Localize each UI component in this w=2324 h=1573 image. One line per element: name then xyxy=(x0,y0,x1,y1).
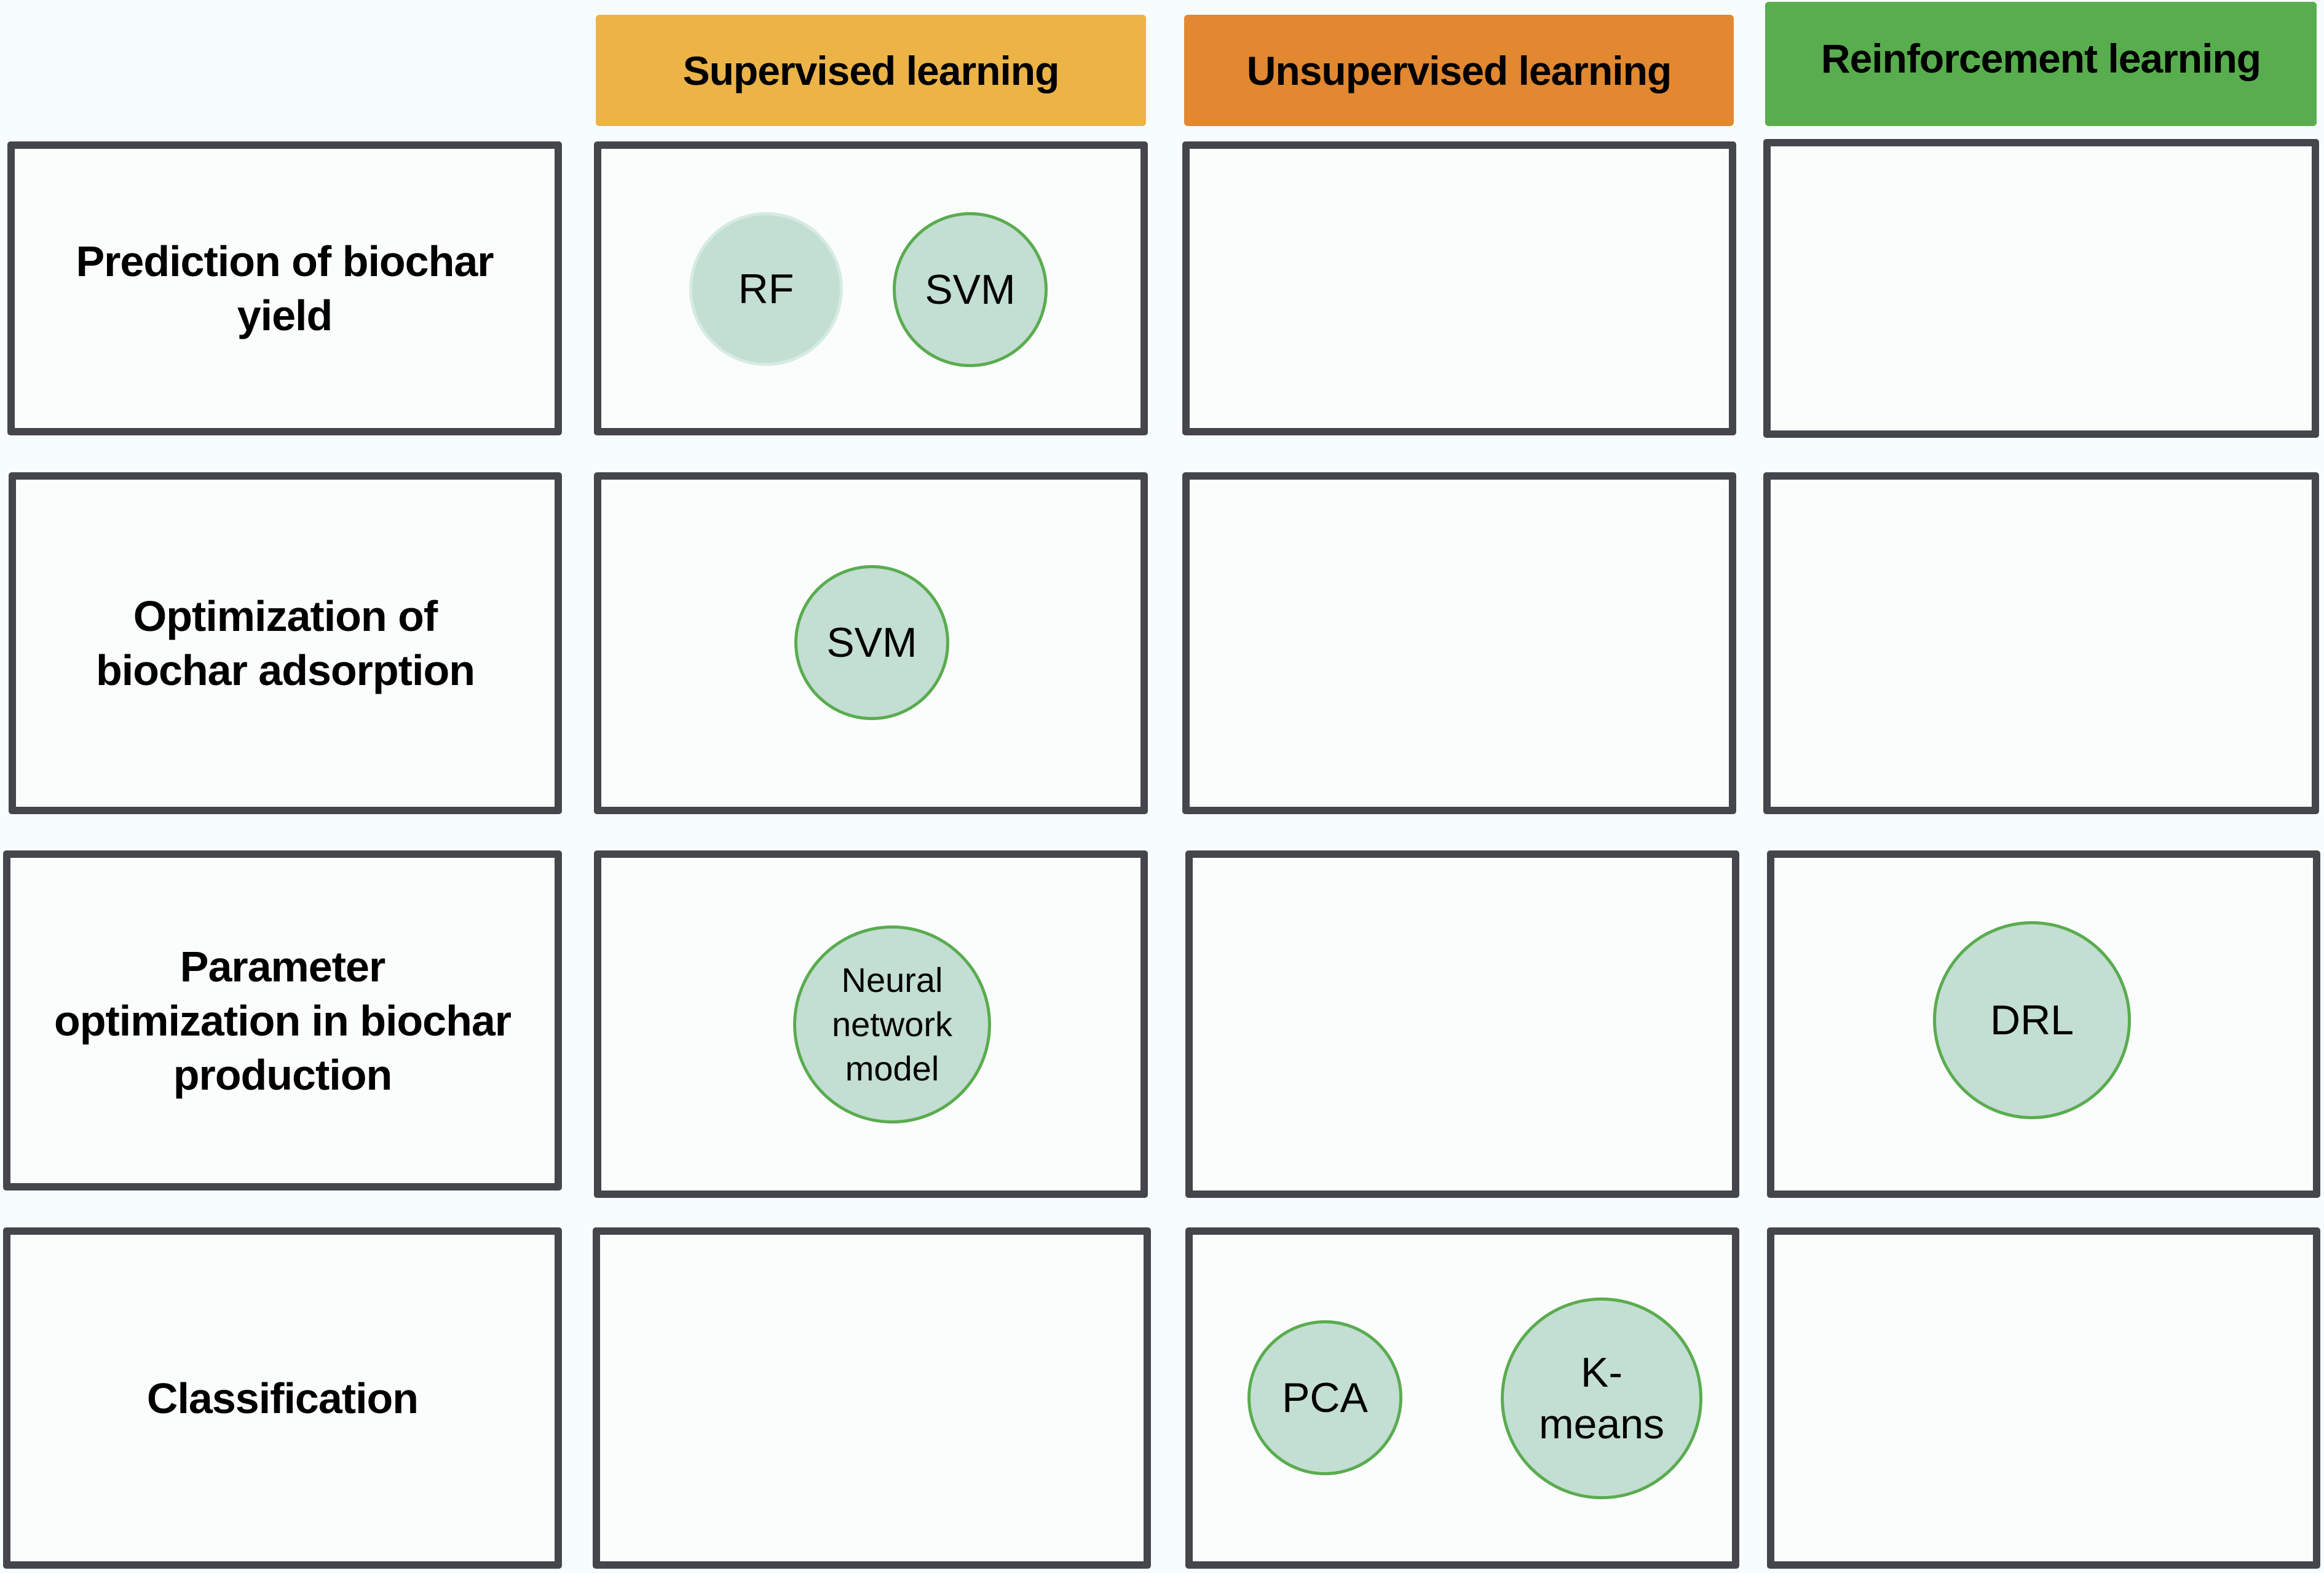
grid-cell xyxy=(594,141,1148,435)
grid-cell xyxy=(1182,472,1736,814)
row-label: Prediction of biochar yield xyxy=(76,237,494,339)
method-node-svm: SVM xyxy=(893,212,1048,367)
grid-cell xyxy=(1185,850,1739,1198)
method-label: K- means xyxy=(1538,1349,1665,1448)
method-label: DRL xyxy=(1990,997,2074,1044)
method-label: Neural network model xyxy=(831,961,953,1088)
method-node-rf: RF xyxy=(689,212,843,366)
header-supervised-learning: Supervised learning xyxy=(596,15,1146,126)
method-label: PCA xyxy=(1282,1374,1368,1421)
method-node-drl: DRL xyxy=(1933,921,2131,1119)
method-node-neural-network-model: Neural network model xyxy=(793,925,991,1123)
row-label: Optimization of biochar adsorption xyxy=(96,592,475,694)
method-label: RF xyxy=(738,266,794,312)
row-label: Classification xyxy=(146,1374,419,1422)
header-label: Supervised learning xyxy=(682,47,1060,93)
header-unsupervised-learning: Unsupervised learning xyxy=(1184,15,1734,126)
method-label: SVM xyxy=(826,619,917,666)
grid-cell xyxy=(593,1227,1151,1569)
row-label-cell: Parameter optimization in biochar produc… xyxy=(3,850,562,1191)
method-label: SVM xyxy=(925,266,1016,313)
grid-cell xyxy=(1763,472,2319,814)
row-label: Parameter optimization in biochar produc… xyxy=(53,942,512,1099)
row-label-cell: Optimization of biochar adsorption xyxy=(9,472,562,814)
method-node-k-means: K- means xyxy=(1501,1298,1702,1499)
row-label-cell: Prediction of biochar yield xyxy=(7,141,562,435)
header-reinforcement-learning: Reinforcement learning xyxy=(1765,2,2317,126)
grid-cell xyxy=(1182,141,1736,435)
grid-cell xyxy=(1763,139,2319,438)
method-node-pca: PCA xyxy=(1247,1320,1402,1475)
method-node-svm: SVM xyxy=(794,565,949,720)
row-label-cell: Classification xyxy=(3,1227,562,1569)
grid-cell xyxy=(1767,1227,2320,1569)
header-label: Reinforcement learning xyxy=(1820,36,2261,81)
header-label: Unsupervised learning xyxy=(1246,47,1672,93)
